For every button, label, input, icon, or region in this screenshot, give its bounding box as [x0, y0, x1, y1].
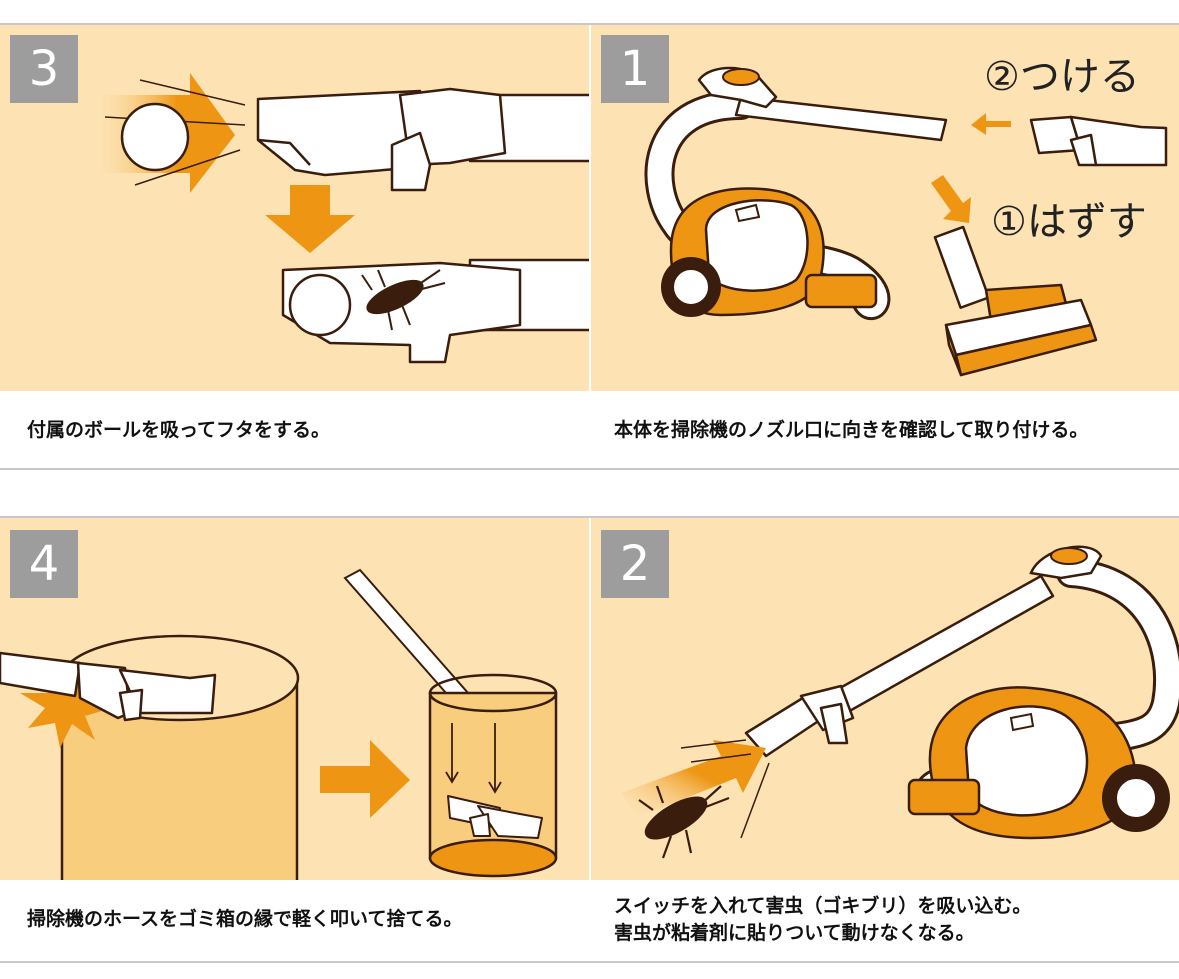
nozzle-attachment [744, 684, 855, 758]
caption-line: 掃除機のホースをゴミ箱の縁で軽く叩いて捨てる。 [27, 908, 463, 930]
attach-label: ②つける [984, 54, 1140, 100]
vacuum-body [661, 187, 878, 317]
step-badge: 1 [601, 35, 669, 103]
remove-arrow [931, 175, 971, 223]
nozzle-attachment-bottom [281, 258, 589, 364]
step-4-illustration: 4 [0, 518, 589, 880]
hose-with-nozzle [0, 651, 217, 722]
remove-label: ①はずす [991, 199, 1147, 245]
caption-line: 付属のボールを吸ってフタをする。 [27, 419, 331, 441]
caption-line: 本体を掃除機のノズル口に向きを確認して取り付ける。 [614, 419, 1089, 441]
nozzle-attachment [1029, 115, 1168, 167]
cockroach-icon [361, 269, 446, 331]
cockroach-icon [638, 785, 730, 859]
step-badge: 2 [601, 530, 669, 598]
step-4-caption: 掃除機のホースをゴミ箱の縁で軽く叩いて捨てる。 [27, 906, 462, 933]
divider-middle-top [0, 516, 1179, 518]
step-1-caption: 本体を掃除機のノズル口に向きを確認して取り付ける。 [614, 417, 1088, 444]
down-arrow [265, 185, 355, 253]
caption-line: スイッチを入れて害虫（ゴキブリ）を吸い込む。 [614, 895, 1032, 917]
step-1-illustration: 1 ②つける ①はずす [591, 25, 1179, 391]
vacuum-body [907, 686, 1170, 840]
step-3-illustration: 3 [0, 25, 589, 391]
step-badge: 3 [10, 35, 78, 103]
divider-top [0, 23, 1179, 25]
step-badge: 4 [10, 530, 78, 598]
divider-bottom [0, 961, 1179, 963]
nozzle-attachment-top [256, 87, 589, 192]
attach-arrow [971, 113, 1011, 135]
dropped-nozzle [447, 795, 543, 839]
step-2-caption: スイッチを入れて害虫（ゴキブリ）を吸い込む。 害虫が粘着剤に貼りついて動けなくな… [614, 893, 1031, 947]
ball [120, 102, 190, 172]
floor-head [933, 225, 1098, 377]
right-arrow [320, 740, 410, 818]
divider-middle-bottom [0, 468, 1179, 470]
step-2-illustration: 2 [591, 518, 1179, 880]
suction-arrow [621, 740, 766, 818]
caption-line: 害虫が粘着剤に貼りついて動けなくなる。 [614, 922, 975, 944]
step-3-caption: 付属のボールを吸ってフタをする。 [27, 417, 330, 444]
